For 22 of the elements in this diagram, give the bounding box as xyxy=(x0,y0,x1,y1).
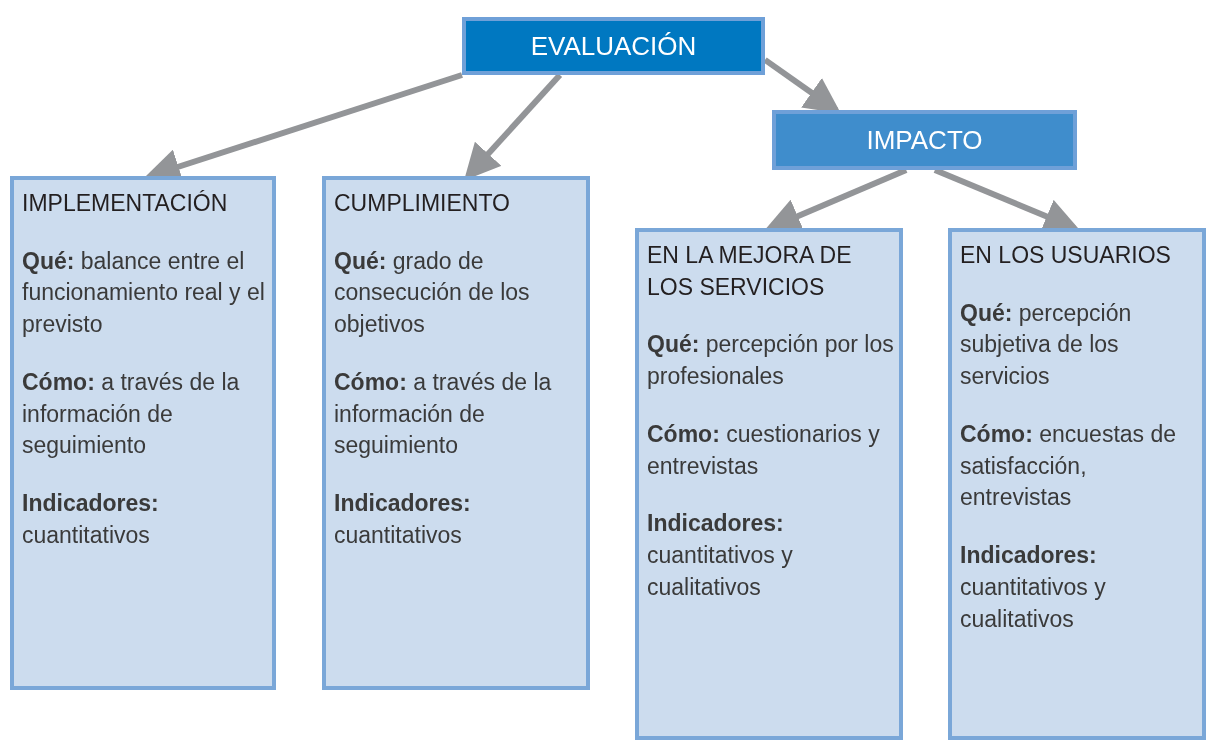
card-text: Cómo: a través de la información de seguimiento xyxy=(334,367,553,461)
card-text: Qué: percepción subjetiva de los servicios xyxy=(960,298,1133,392)
title-box: EVALUACIÓN xyxy=(462,17,765,75)
card-text: Indicadores: cuantitativos y cualitativos xyxy=(647,509,794,602)
card-heading: IMPLEMENTACIÓN xyxy=(22,189,229,218)
category-box: IMPACTO xyxy=(772,110,1077,170)
card-text: Cómo: cuestionarios y entrevistas xyxy=(647,419,881,481)
card-text: Qué: percepción por los profesionales xyxy=(647,330,895,392)
card-heading: EN LOS USUARIOS xyxy=(960,241,1172,270)
card-text: Cómo: a través de la información de seguimiento xyxy=(22,367,241,461)
card-text: Qué: balance entre el funcionamiento real y el previsto xyxy=(22,246,266,340)
info-card xyxy=(635,228,903,740)
info-card xyxy=(948,228,1206,740)
card-text: Qué: grado de consecución de los objetivos xyxy=(334,246,531,340)
card-text: Indicadores: cuantitativos xyxy=(334,489,472,550)
card-text: Indicadores: cuantitativos y cualitativos xyxy=(960,541,1107,634)
info-card xyxy=(322,176,590,690)
card-text: Indicadores: cuantitativos xyxy=(22,489,160,550)
card-heading: CUMPLIMIENTO xyxy=(334,189,511,218)
info-card xyxy=(10,176,276,690)
card-heading: EN LA MEJORA DE LOS SERVICIOS xyxy=(647,241,853,302)
card-text: Cómo: encuestas de satisfacción, entrevistas xyxy=(960,419,1178,513)
